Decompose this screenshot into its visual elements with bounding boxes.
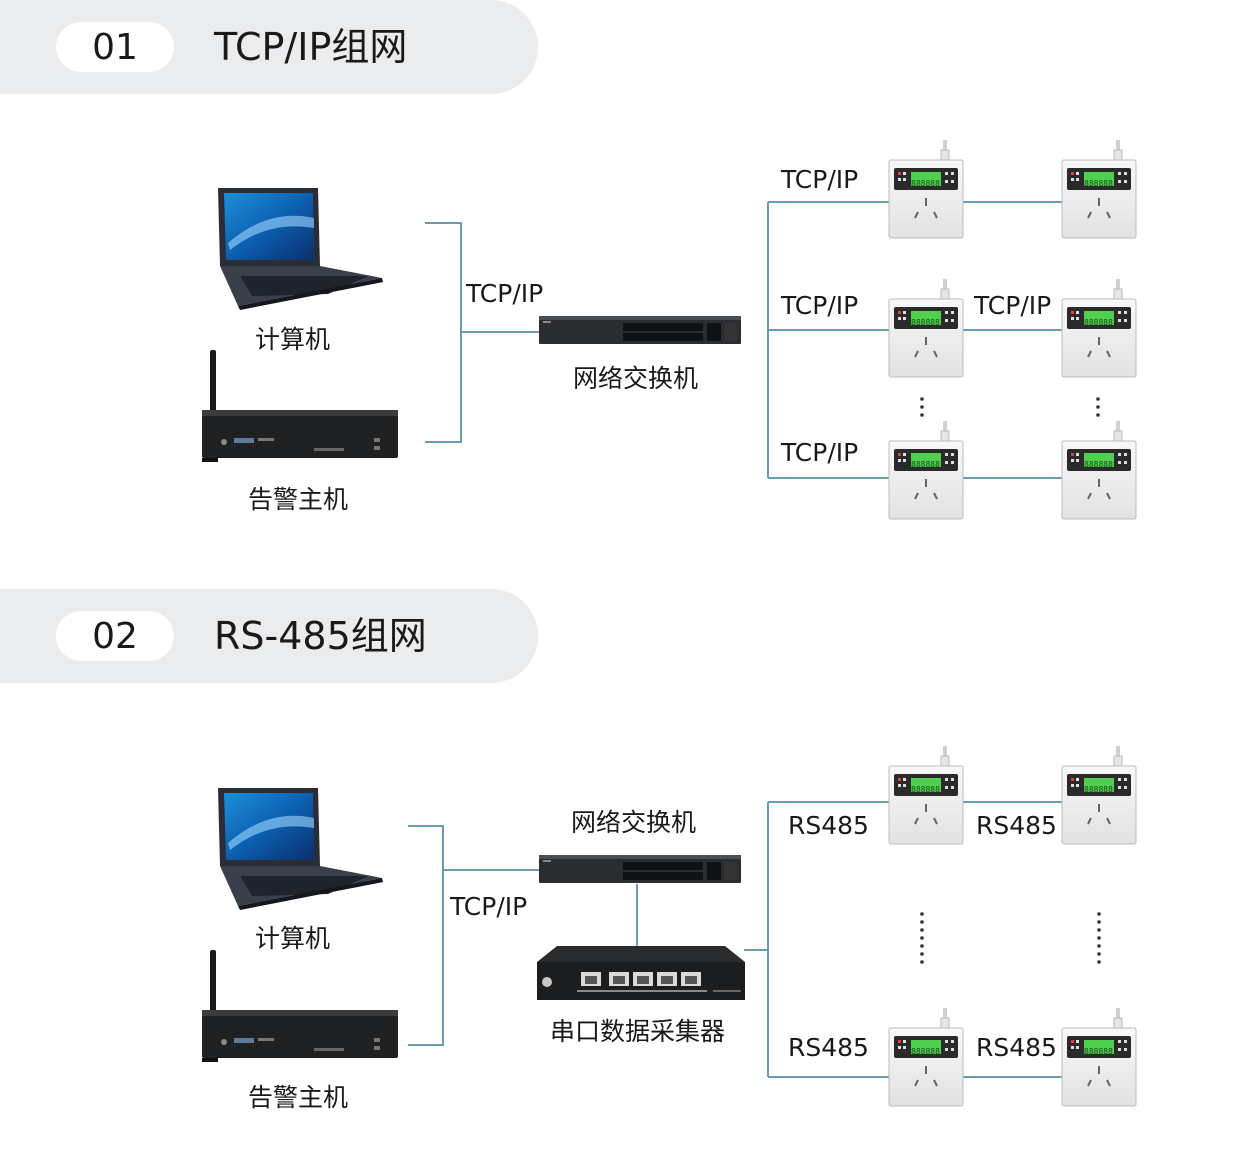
s1-row-2b-label: TCP/IP bbox=[974, 291, 1052, 320]
lcd-text: 888888 bbox=[1084, 179, 1113, 188]
lcd-text: 888888 bbox=[911, 1047, 940, 1056]
s2-collector-label: 串口数据采集器 bbox=[550, 1017, 726, 1046]
s2-device-2-icon bbox=[1061, 745, 1137, 845]
lcd-text: 888888 bbox=[1084, 318, 1113, 327]
s2-alarm-host-label: 告警主机 bbox=[248, 1083, 349, 1112]
s2-ellipsis bbox=[920, 912, 1101, 964]
s1-alarm-host-label: 告警主机 bbox=[248, 485, 349, 514]
s2-device-4-icon bbox=[1061, 1007, 1137, 1107]
s2-row-1-label: RS485 bbox=[788, 811, 869, 840]
section-1-title: TCP/IP组网 bbox=[214, 25, 408, 69]
lcd-text: 888888 bbox=[1084, 785, 1113, 794]
s1-device-1-icon bbox=[888, 139, 964, 239]
lcd-text: 888888 bbox=[911, 785, 940, 794]
s1-device-5-icon bbox=[888, 420, 964, 520]
section-1-banner: 01 TCP/IP组网 bbox=[0, 0, 538, 94]
s1-alarm-host-icon bbox=[202, 350, 398, 462]
s1-computer-label: 计算机 bbox=[255, 325, 331, 354]
s2-collector-icon bbox=[537, 946, 745, 1000]
s2-device-1-icon bbox=[888, 745, 964, 845]
section-2-number: 02 bbox=[56, 611, 174, 661]
s2-device-3-icon bbox=[888, 1007, 964, 1107]
lcd-text: 888888 bbox=[911, 179, 940, 188]
lcd-text: 888888 bbox=[1084, 1047, 1113, 1056]
s1-row-2-label: TCP/IP bbox=[781, 291, 859, 320]
s2-laptop-icon bbox=[218, 788, 383, 910]
s1-link-label: TCP/IP bbox=[466, 279, 544, 308]
s2-switch-label: 网络交换机 bbox=[571, 808, 697, 837]
s1-device-4-icon bbox=[1061, 278, 1137, 378]
s2-row-1b-label: RS485 bbox=[976, 811, 1057, 840]
s2-row-2-label: RS485 bbox=[788, 1033, 869, 1062]
s2-link-label: TCP/IP bbox=[450, 892, 528, 921]
s1-row-3-label: TCP/IP bbox=[781, 438, 859, 467]
s1-row-1-label: TCP/IP bbox=[781, 165, 859, 194]
lcd-text: 888888 bbox=[911, 460, 940, 469]
s1-device-3-icon bbox=[888, 278, 964, 378]
s2-alarm-host-icon bbox=[202, 950, 398, 1062]
s1-device-2-icon bbox=[1061, 139, 1137, 239]
s2-switch-icon bbox=[539, 855, 741, 883]
s1-switch-icon bbox=[539, 316, 741, 344]
s2-computer-label: 计算机 bbox=[255, 924, 331, 953]
device-lcd-readouts: 888888 888888 888888 888888 888888 88888… bbox=[911, 179, 1113, 1056]
s1-switch-label: 网络交换机 bbox=[573, 364, 699, 393]
lcd-text: 888888 bbox=[911, 318, 940, 327]
s1-connection-lines bbox=[425, 201, 1062, 479]
section-2-banner: 02 RS-485组网 bbox=[0, 589, 538, 683]
s2-connection-lines bbox=[408, 801, 1062, 1078]
lcd-text: 888888 bbox=[1084, 460, 1113, 469]
s2-row-2b-label: RS485 bbox=[976, 1033, 1057, 1062]
s1-device-6-icon bbox=[1061, 420, 1137, 520]
section-2-title: RS-485组网 bbox=[214, 614, 427, 658]
s1-ellipsis bbox=[920, 397, 1100, 417]
section-1-number: 01 bbox=[56, 22, 174, 72]
s1-laptop-icon bbox=[218, 188, 383, 310]
